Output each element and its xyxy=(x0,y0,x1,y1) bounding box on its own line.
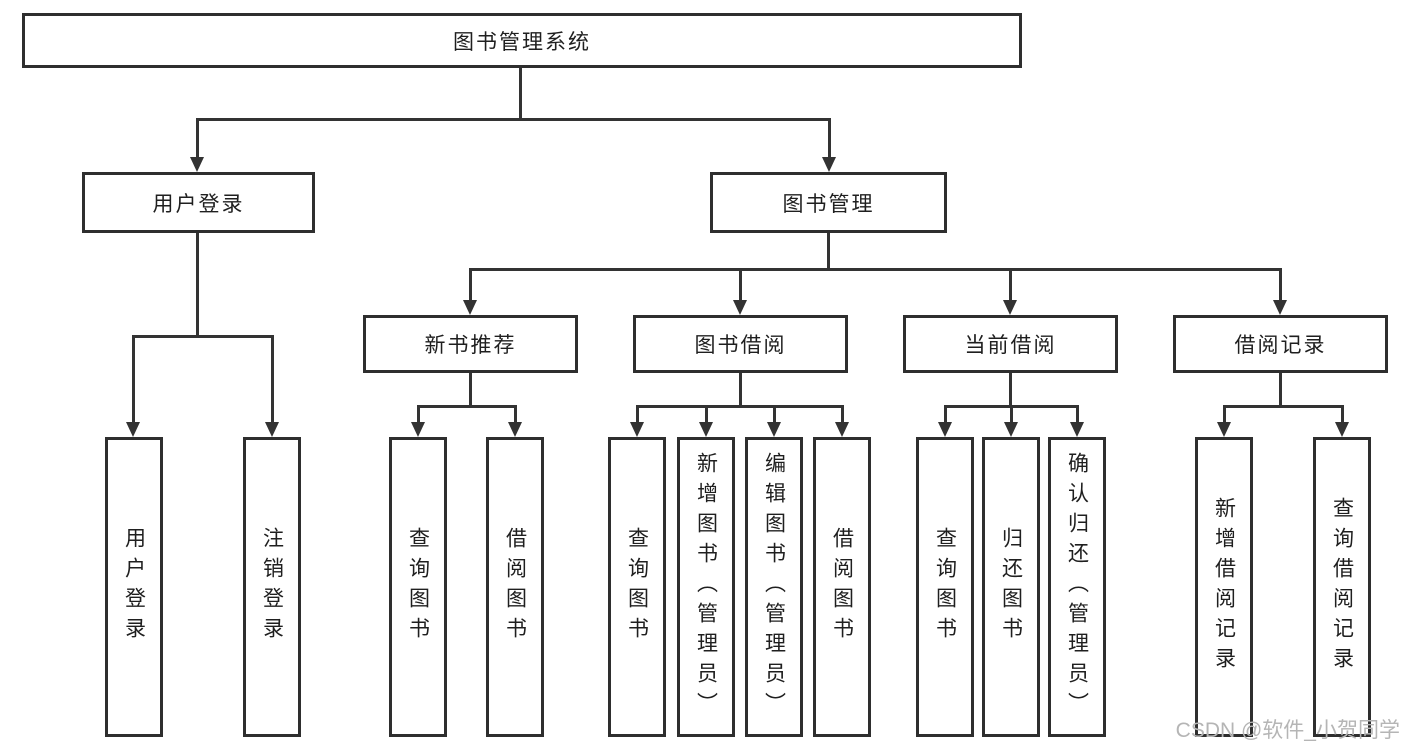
connector-line xyxy=(469,373,472,405)
leaf-add-borrow-record: 新增借阅记录 xyxy=(1195,437,1253,737)
node-book-borrow: 图书借阅 xyxy=(633,315,848,373)
leaf-query-books-3-label: 查询图书 xyxy=(933,527,957,647)
connector-line xyxy=(469,268,1282,271)
connector-line xyxy=(196,233,199,335)
connector-line xyxy=(1009,268,1012,302)
leaf-user-login: 用户登录 xyxy=(105,437,163,737)
leaf-borrow-books-1-label: 借阅图书 xyxy=(503,527,527,647)
node-new-book-recommend-label: 新书推荐 xyxy=(424,334,517,357)
leaf-return-books-label: 归还图书 xyxy=(999,527,1023,647)
leaf-confirm-return-admin: 确认归还（管理员） xyxy=(1048,437,1106,737)
leaf-logout-label: 注销登录 xyxy=(260,527,284,647)
node-current-borrow-label: 当前借阅 xyxy=(964,334,1057,357)
node-book-borrow-label: 图书借阅 xyxy=(694,334,787,357)
arrow-down-icon xyxy=(1335,422,1349,437)
connector-line xyxy=(1009,373,1012,405)
node-root: 图书管理系统 xyxy=(22,13,1022,68)
connector-line xyxy=(1279,373,1282,405)
arrow-down-icon xyxy=(190,157,204,172)
node-book-management: 图书管理 xyxy=(710,172,947,233)
node-user-login-label: 用户登录 xyxy=(152,192,245,216)
arrow-down-icon xyxy=(1273,300,1287,315)
arrow-down-icon xyxy=(733,300,747,315)
leaf-query-books-2-label: 查询图书 xyxy=(625,527,649,647)
connector-line xyxy=(773,405,776,424)
leaf-user-login-label: 用户登录 xyxy=(122,527,146,647)
leaf-borrow-books-2-label: 借阅图书 xyxy=(830,527,854,647)
arrow-down-icon xyxy=(767,422,781,437)
connector-line xyxy=(705,405,708,424)
connector-line xyxy=(828,118,831,160)
connector-line xyxy=(132,335,135,424)
connector-line xyxy=(1010,405,1013,424)
leaf-confirm-return-admin-label: 确认归还（管理员） xyxy=(1065,452,1089,722)
leaf-logout: 注销登录 xyxy=(243,437,301,737)
arrow-down-icon xyxy=(822,157,836,172)
connector-line xyxy=(514,405,517,424)
arrow-down-icon xyxy=(508,422,522,437)
leaf-borrow-books-1: 借阅图书 xyxy=(486,437,544,737)
node-current-borrow: 当前借阅 xyxy=(903,315,1118,373)
connector-line xyxy=(417,405,517,408)
connector-line xyxy=(271,335,274,424)
csdn-watermark: CSDN @软件_小贺同学 xyxy=(1175,719,1400,742)
connector-line xyxy=(841,405,844,424)
leaf-query-books-1-label: 查询图书 xyxy=(406,527,430,647)
connector-line xyxy=(1341,405,1344,424)
connector-line xyxy=(944,405,947,424)
leaf-add-books-admin: 新增图书（管理员） xyxy=(677,437,735,737)
node-borrow-record-label: 借阅记录 xyxy=(1234,334,1327,357)
connector-line xyxy=(1223,405,1344,408)
leaf-query-borrow-record-label: 查询借阅记录 xyxy=(1330,497,1354,677)
connector-line xyxy=(196,118,199,160)
connector-line xyxy=(417,405,420,424)
arrow-down-icon xyxy=(699,422,713,437)
arrow-down-icon xyxy=(463,300,477,315)
connector-line xyxy=(739,373,742,405)
arrow-down-icon xyxy=(1004,422,1018,437)
connector-line xyxy=(469,268,472,302)
connector-line xyxy=(827,233,830,268)
connector-line xyxy=(636,405,639,424)
leaf-query-borrow-record: 查询借阅记录 xyxy=(1313,437,1371,737)
connector-line xyxy=(1076,405,1079,424)
node-user-login: 用户登录 xyxy=(82,172,315,233)
arrow-down-icon xyxy=(630,422,644,437)
leaf-query-books-3: 查询图书 xyxy=(916,437,974,737)
leaf-query-books-2: 查询图书 xyxy=(608,437,666,737)
node-root-label: 图书管理系统 xyxy=(453,30,591,54)
arrow-down-icon xyxy=(1003,300,1017,315)
arrow-down-icon xyxy=(1217,422,1231,437)
leaf-return-books: 归还图书 xyxy=(982,437,1040,737)
connector-line xyxy=(519,68,522,118)
node-new-book-recommend: 新书推荐 xyxy=(363,315,578,373)
leaf-edit-books-admin-label: 编辑图书（管理员） xyxy=(762,452,786,722)
leaf-add-borrow-record-label: 新增借阅记录 xyxy=(1212,497,1236,677)
leaf-edit-books-admin: 编辑图书（管理员） xyxy=(745,437,803,737)
arrow-down-icon xyxy=(1070,422,1084,437)
connector-line xyxy=(1223,405,1226,424)
arrow-down-icon xyxy=(835,422,849,437)
node-borrow-record: 借阅记录 xyxy=(1173,315,1388,373)
leaf-query-books-1: 查询图书 xyxy=(389,437,447,737)
connector-line xyxy=(1279,268,1282,302)
arrow-down-icon xyxy=(938,422,952,437)
connector-line xyxy=(636,405,844,408)
connector-line xyxy=(132,335,274,338)
node-book-management-label: 图书管理 xyxy=(782,192,875,216)
arrow-down-icon xyxy=(126,422,140,437)
arrow-down-icon xyxy=(265,422,279,437)
arrow-down-icon xyxy=(411,422,425,437)
leaf-borrow-books-2: 借阅图书 xyxy=(813,437,871,737)
connector-line xyxy=(196,118,831,121)
connector-line xyxy=(739,268,742,302)
leaf-add-books-admin-label: 新增图书（管理员） xyxy=(694,452,718,722)
